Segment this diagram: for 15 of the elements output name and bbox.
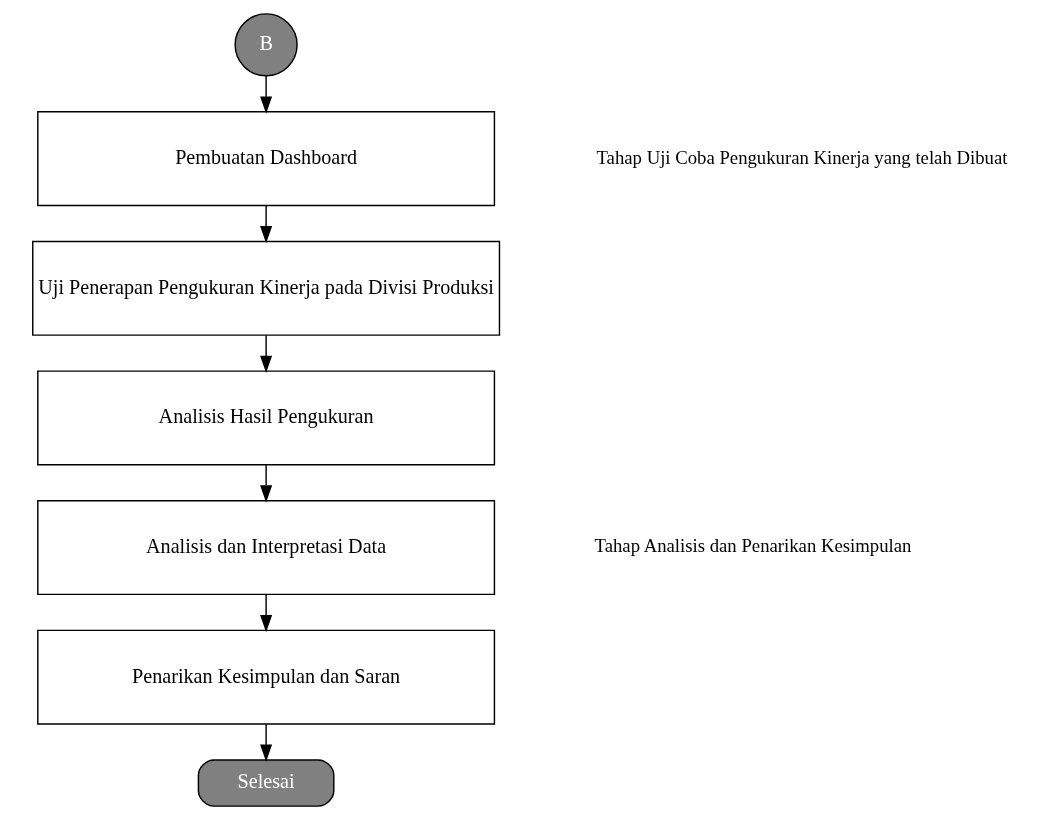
arrow [259, 464, 272, 503]
node-box: Uji Penerapan Pengukuran Kinerja pada Divisi Produksi [31, 240, 500, 336]
arrow [259, 334, 272, 373]
node-circle: B [233, 13, 298, 77]
arrow [259, 723, 272, 762]
label: Tahap Analisis dan Penarikan Kesimpulan [594, 535, 911, 557]
label: Tahap Uji Coba Pengukuran Kinerja yang telah Dibuat [596, 146, 1007, 168]
node-box: Selesai [197, 759, 335, 807]
node-box: Pembuatan Dashboard [36, 111, 495, 207]
node-box: Penarikan Kesimpulan dan Saran [36, 629, 495, 725]
arrow [259, 594, 272, 633]
arrow [259, 205, 272, 244]
arrow [259, 75, 272, 114]
node-box: Analisis dan Interpretasi Data [36, 500, 495, 596]
node-box: Analisis Hasil Pengukuran [36, 370, 495, 466]
